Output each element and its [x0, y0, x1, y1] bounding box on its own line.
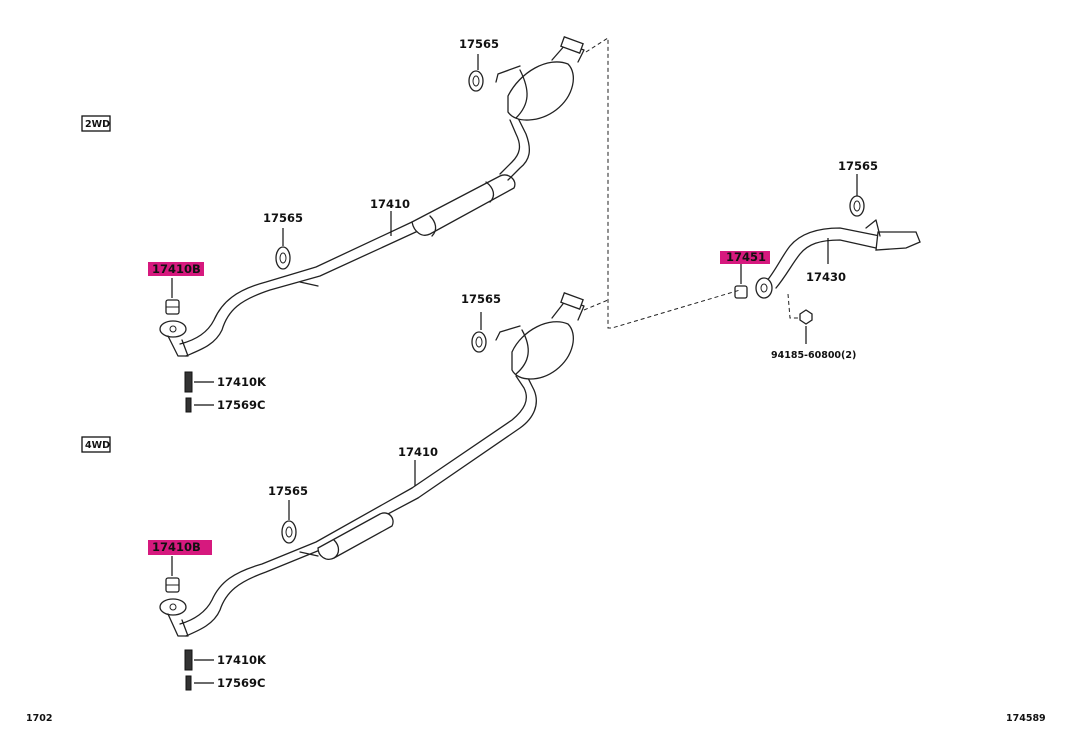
label-17565-upper-front[interactable]: 17565 — [263, 211, 303, 225]
label-17565-lower-cat[interactable]: 17565 — [461, 292, 501, 306]
highlight-17410b-2wd — [148, 262, 204, 276]
highlight-17451 — [720, 251, 770, 264]
connection-line-lower — [583, 299, 609, 311]
bolt-leader-dashed — [787, 293, 800, 319]
hanger-rubber-4wd-rear[interactable] — [471, 331, 487, 353]
label-17410b-lower[interactable]: 17410B — [152, 540, 201, 554]
label-17430[interactable]: 17430 — [806, 270, 846, 284]
tail-pipe-17430[interactable] — [755, 219, 921, 299]
svg-text:2WD: 2WD — [85, 119, 110, 130]
hanger-rubber-tail[interactable] — [849, 195, 865, 217]
leader-lines — [171, 54, 858, 684]
section-tag-2wd[interactable]: 2WD — [81, 115, 111, 132]
spring-bolt-2wd[interactable] — [184, 371, 193, 413]
gasket-17410b-4wd[interactable] — [165, 577, 180, 593]
label-17410b-upper[interactable]: 17410B — [152, 262, 201, 276]
label-17569c-upper[interactable]: 17569C — [217, 398, 265, 412]
connection-line-upper — [585, 37, 741, 329]
label-17565-upper-cat[interactable]: 17565 — [459, 37, 499, 51]
highlight-17410b-4wd — [148, 540, 212, 555]
label-17565-tail[interactable]: 17565 — [838, 159, 878, 173]
label-17565-lower-front[interactable]: 17565 — [268, 484, 308, 498]
label-17410k-upper[interactable]: 17410K — [217, 375, 267, 389]
label-17410k-lower[interactable]: 17410K — [217, 653, 267, 667]
label-17410-lower[interactable]: 17410 — [398, 445, 438, 459]
hanger-rubber-2wd-front[interactable] — [275, 246, 291, 270]
hanger-rubber-4wd-front[interactable] — [281, 520, 297, 544]
hanger-rubber-2wd-rear[interactable] — [468, 70, 484, 92]
label-17410-upper[interactable]: 17410 — [370, 197, 410, 211]
label-bolt-94185[interactable]: 94185-60800(2) — [771, 350, 856, 361]
gasket-17410b-2wd[interactable] — [165, 299, 180, 315]
footer-right-code: 174589 — [1006, 713, 1046, 724]
exhaust-pipe-assembly-4wd[interactable] — [159, 292, 585, 637]
section-tag-4wd[interactable]: 4WD — [81, 436, 111, 453]
svg-text:4WD: 4WD — [85, 440, 110, 451]
bolt-94185[interactable] — [799, 309, 813, 325]
spring-bolt-4wd[interactable] — [184, 649, 193, 691]
label-17451[interactable]: 17451 — [726, 250, 766, 264]
exhaust-pipe-assembly-2wd[interactable] — [159, 36, 585, 357]
footer-left-code: 1702 — [26, 713, 52, 724]
label-17569c-lower[interactable]: 17569C — [217, 676, 265, 690]
gasket-17451[interactable] — [734, 285, 748, 299]
